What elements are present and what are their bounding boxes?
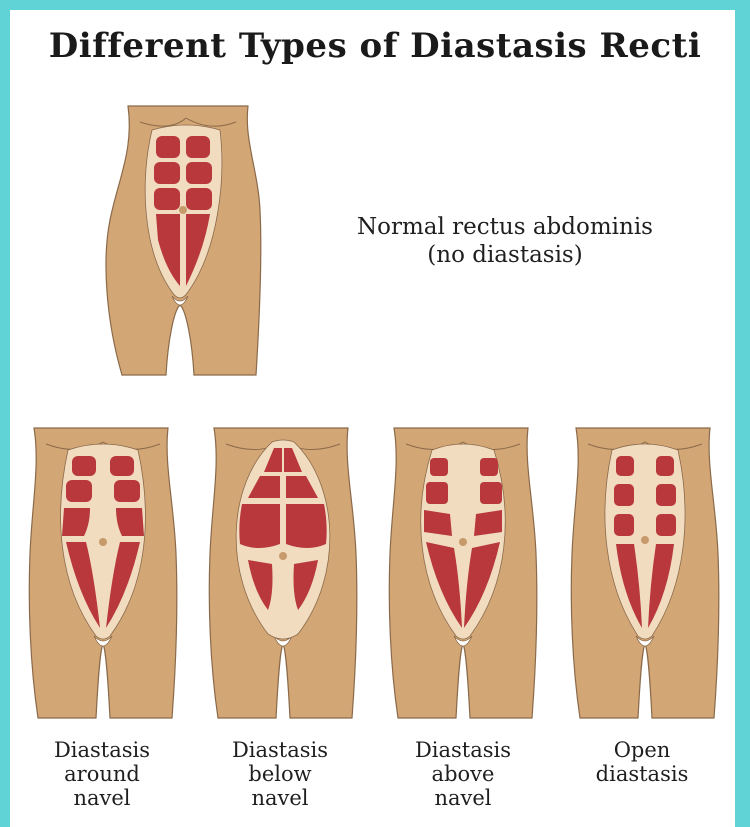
caption-line: navel: [251, 786, 309, 810]
caption-around-navel: Diastasis around navel: [22, 738, 182, 810]
caption-line: navel: [434, 786, 492, 810]
caption-line: above: [431, 762, 495, 786]
around-navel-torso-illustration: [28, 427, 178, 719]
chest-line: [587, 441, 703, 450]
caption-line: Diastasis: [414, 738, 512, 762]
normal-torso-illustration: [105, 105, 262, 376]
rectus-muscle: [424, 458, 502, 628]
caption-open-diastasis: Open diastasis: [562, 738, 722, 786]
navel: [279, 552, 287, 560]
navel: [641, 536, 649, 544]
pubic-area: [453, 635, 473, 647]
chest-line: [139, 117, 237, 127]
above-navel-torso-illustration: [388, 427, 538, 719]
chest-line: [405, 441, 521, 450]
rectus-muscle: [154, 136, 212, 286]
caption-line: around: [64, 762, 140, 786]
pubic-area: [635, 635, 655, 647]
rectus-muscle: [239, 448, 327, 610]
caption-line: Diastasis: [53, 738, 151, 762]
caption-line: Open: [613, 738, 671, 762]
normal-caption-line-2: (no diastasis): [427, 242, 583, 268]
below-navel-torso-illustration: [208, 427, 358, 719]
navel: [99, 538, 107, 546]
normal-caption-line-1: Normal rectus abdominis: [357, 214, 653, 240]
rectus-muscle: [62, 456, 144, 628]
pubic-area: [93, 635, 113, 647]
caption-line: diastasis: [595, 762, 689, 786]
caption-above-navel: Diastasis above navel: [383, 738, 543, 810]
caption-line: below: [248, 762, 312, 786]
caption-line: navel: [73, 786, 131, 810]
chest-line: [45, 441, 161, 450]
caption-line: Diastasis: [231, 738, 329, 762]
page-title: Different Types of Diastasis Recti: [48, 26, 702, 66]
pubic-area: [171, 295, 189, 306]
normal-caption: Normal rectus abdominis (no diastasis): [320, 213, 690, 269]
open-diastasis-torso-illustration: [570, 427, 720, 719]
caption-below-navel: Diastasis below navel: [200, 738, 360, 810]
rectus-muscle: [614, 456, 676, 628]
navel: [179, 206, 187, 214]
navel: [459, 538, 467, 546]
